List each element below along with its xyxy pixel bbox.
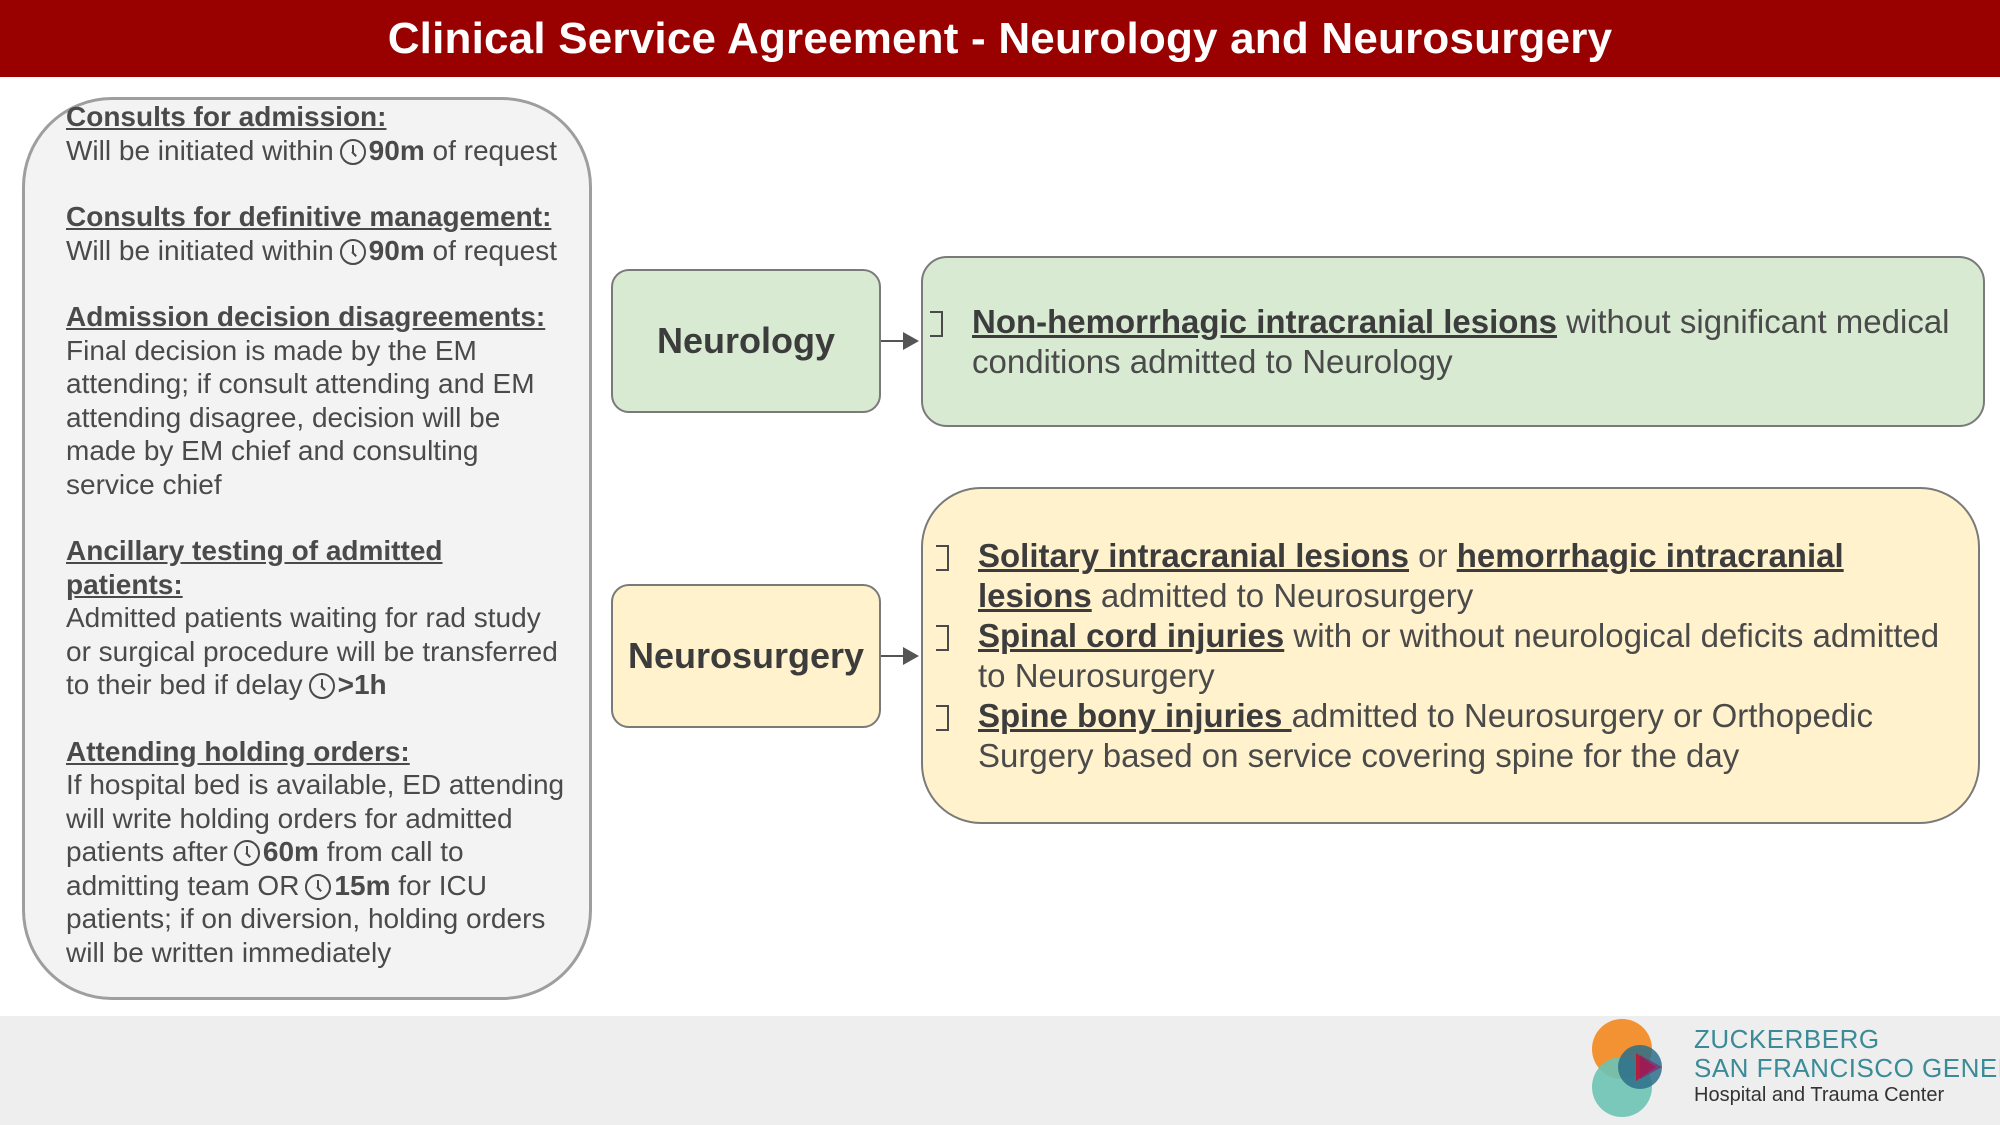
- logo-mark-icon: [1592, 1019, 1662, 1117]
- rule-body: Final decision is made by the EM attendi…: [66, 334, 535, 500]
- logo-subline: Hospital and Trauma Center: [1694, 1084, 1945, 1106]
- rule-text: of request: [424, 134, 558, 166]
- rule-heading: Consults for definitive management:: [66, 201, 552, 232]
- page-title-bar: Clinical Service Agreement - Neurology a…: [0, 0, 2000, 77]
- rule-consults-definitive: Consults for definitive management: Will…: [66, 200, 566, 267]
- bracket-bullet-icon: [936, 705, 949, 731]
- rule-text: of request: [424, 234, 558, 266]
- bracket-bullet-icon: [930, 311, 943, 337]
- rule-text: Will be initiated within: [66, 234, 334, 266]
- service-label: Neurology: [656, 320, 835, 361]
- rule-heading: Attending holding orders:: [66, 735, 410, 767]
- arrow-right-icon: [881, 332, 919, 350]
- criteria-text: with or without neurological deficits ad…: [978, 617, 1940, 694]
- time-value: 90m: [368, 234, 425, 266]
- neurology-detail-box: [921, 256, 1985, 427]
- rule-ancillary-testing: Ancillary testing of admitted patients: …: [66, 534, 566, 702]
- rule-body: Will be initiated within 90m of request: [66, 134, 566, 168]
- rule-heading: Ancillary testing of admitted patients:: [66, 535, 443, 600]
- service-label: Neurosurgery: [627, 635, 865, 676]
- rule-holding-orders: Attending holding orders: If hospital be…: [66, 735, 566, 970]
- list-item: Solitary intracranial lesions or hemorrh…: [936, 536, 1966, 616]
- neurology-criteria-list: Non-hemorrhagic intracranial lesions wit…: [930, 302, 1970, 382]
- rule-body: If hospital bed is available, ED attendi…: [66, 768, 566, 969]
- clock-icon: [308, 673, 335, 699]
- time-value: 90m: [368, 134, 425, 166]
- rule-body: Will be initiated within 90m of request: [66, 234, 566, 268]
- clock-icon: [339, 138, 366, 165]
- rule-consults-admission: Consults for admission: Will be initiate…: [66, 100, 566, 167]
- bracket-bullet-icon: [936, 625, 949, 651]
- criteria-keyword: Spinal cord injuries: [978, 617, 1285, 654]
- rule-admission-disagreements: Admission decision disagreements: Final …: [66, 300, 566, 501]
- time-value: 60m: [262, 836, 319, 867]
- criteria-connector: or: [1409, 537, 1457, 574]
- neurology-service-box: Neurology: [611, 269, 881, 413]
- rule-text: Will be initiated within: [66, 134, 334, 166]
- logo-wordmark: ZUCKERBERG SAN FRANCISCO GENERAL Hospita…: [1694, 1025, 2000, 1108]
- rule-text: from call to admitting team OR: [66, 836, 464, 901]
- rules-list: Consults for admission: Will be initiate…: [66, 100, 566, 1002]
- list-item: Spinal cord injuries with or without neu…: [936, 616, 1966, 696]
- logo-line: ZUCKERBERG: [1694, 1024, 1880, 1054]
- rule-text: If hospital bed is available, ED attendi…: [66, 769, 565, 867]
- criteria-keyword: Solitary intracranial lesions: [978, 537, 1409, 574]
- criteria-keyword: Spine bony injuries: [978, 697, 1292, 734]
- criteria-text: admitted to Neurosurgery or Orthopedic S…: [978, 697, 1874, 774]
- bracket-bullet-icon: [936, 545, 949, 571]
- clock-icon: [305, 873, 332, 900]
- criteria-keyword: hemorrhagic intracranial lesions: [978, 537, 1844, 614]
- rules-panel: [22, 97, 592, 1000]
- clock-icon: [233, 840, 260, 866]
- footer-band: [0, 1016, 2000, 1125]
- page-title: Clinical Service Agreement - Neurology a…: [387, 13, 1613, 63]
- neurosurgery-service-box: Neurosurgery: [611, 584, 881, 728]
- rule-text: Admitted patients waiting for rad study …: [66, 602, 558, 700]
- clock-icon: [339, 238, 366, 265]
- list-item: Non-hemorrhagic intracranial lesions wit…: [930, 302, 1970, 382]
- criteria-text: without significant medical conditions a…: [972, 303, 1950, 380]
- list-item: Spine bony injuries admitted to Neurosur…: [936, 696, 1966, 776]
- logo-line: SAN FRANCISCO GENERAL: [1694, 1053, 2000, 1083]
- neurosurgery-detail-box: [921, 487, 1980, 824]
- criteria-text: admitted to Neurosurgery: [1091, 577, 1474, 614]
- rule-heading: Consults for admission:: [66, 101, 387, 132]
- rule-heading: Admission decision disagreements:: [66, 301, 546, 332]
- time-value: 15m: [334, 869, 391, 901]
- arrow-right-icon: [881, 647, 919, 665]
- criteria-keyword: Non-hemorrhagic intracranial lesions: [972, 303, 1557, 340]
- neurosurgery-criteria-list: Solitary intracranial lesions or hemorrh…: [936, 536, 1966, 776]
- rule-text: for ICU patients; if on diversion, holdi…: [66, 869, 546, 968]
- rule-body: Admitted patients waiting for rad study …: [66, 601, 566, 702]
- time-value: >1h: [337, 669, 387, 700]
- hospital-logo: ZUCKERBERG SAN FRANCISCO GENERAL Hospita…: [1584, 1015, 2000, 1125]
